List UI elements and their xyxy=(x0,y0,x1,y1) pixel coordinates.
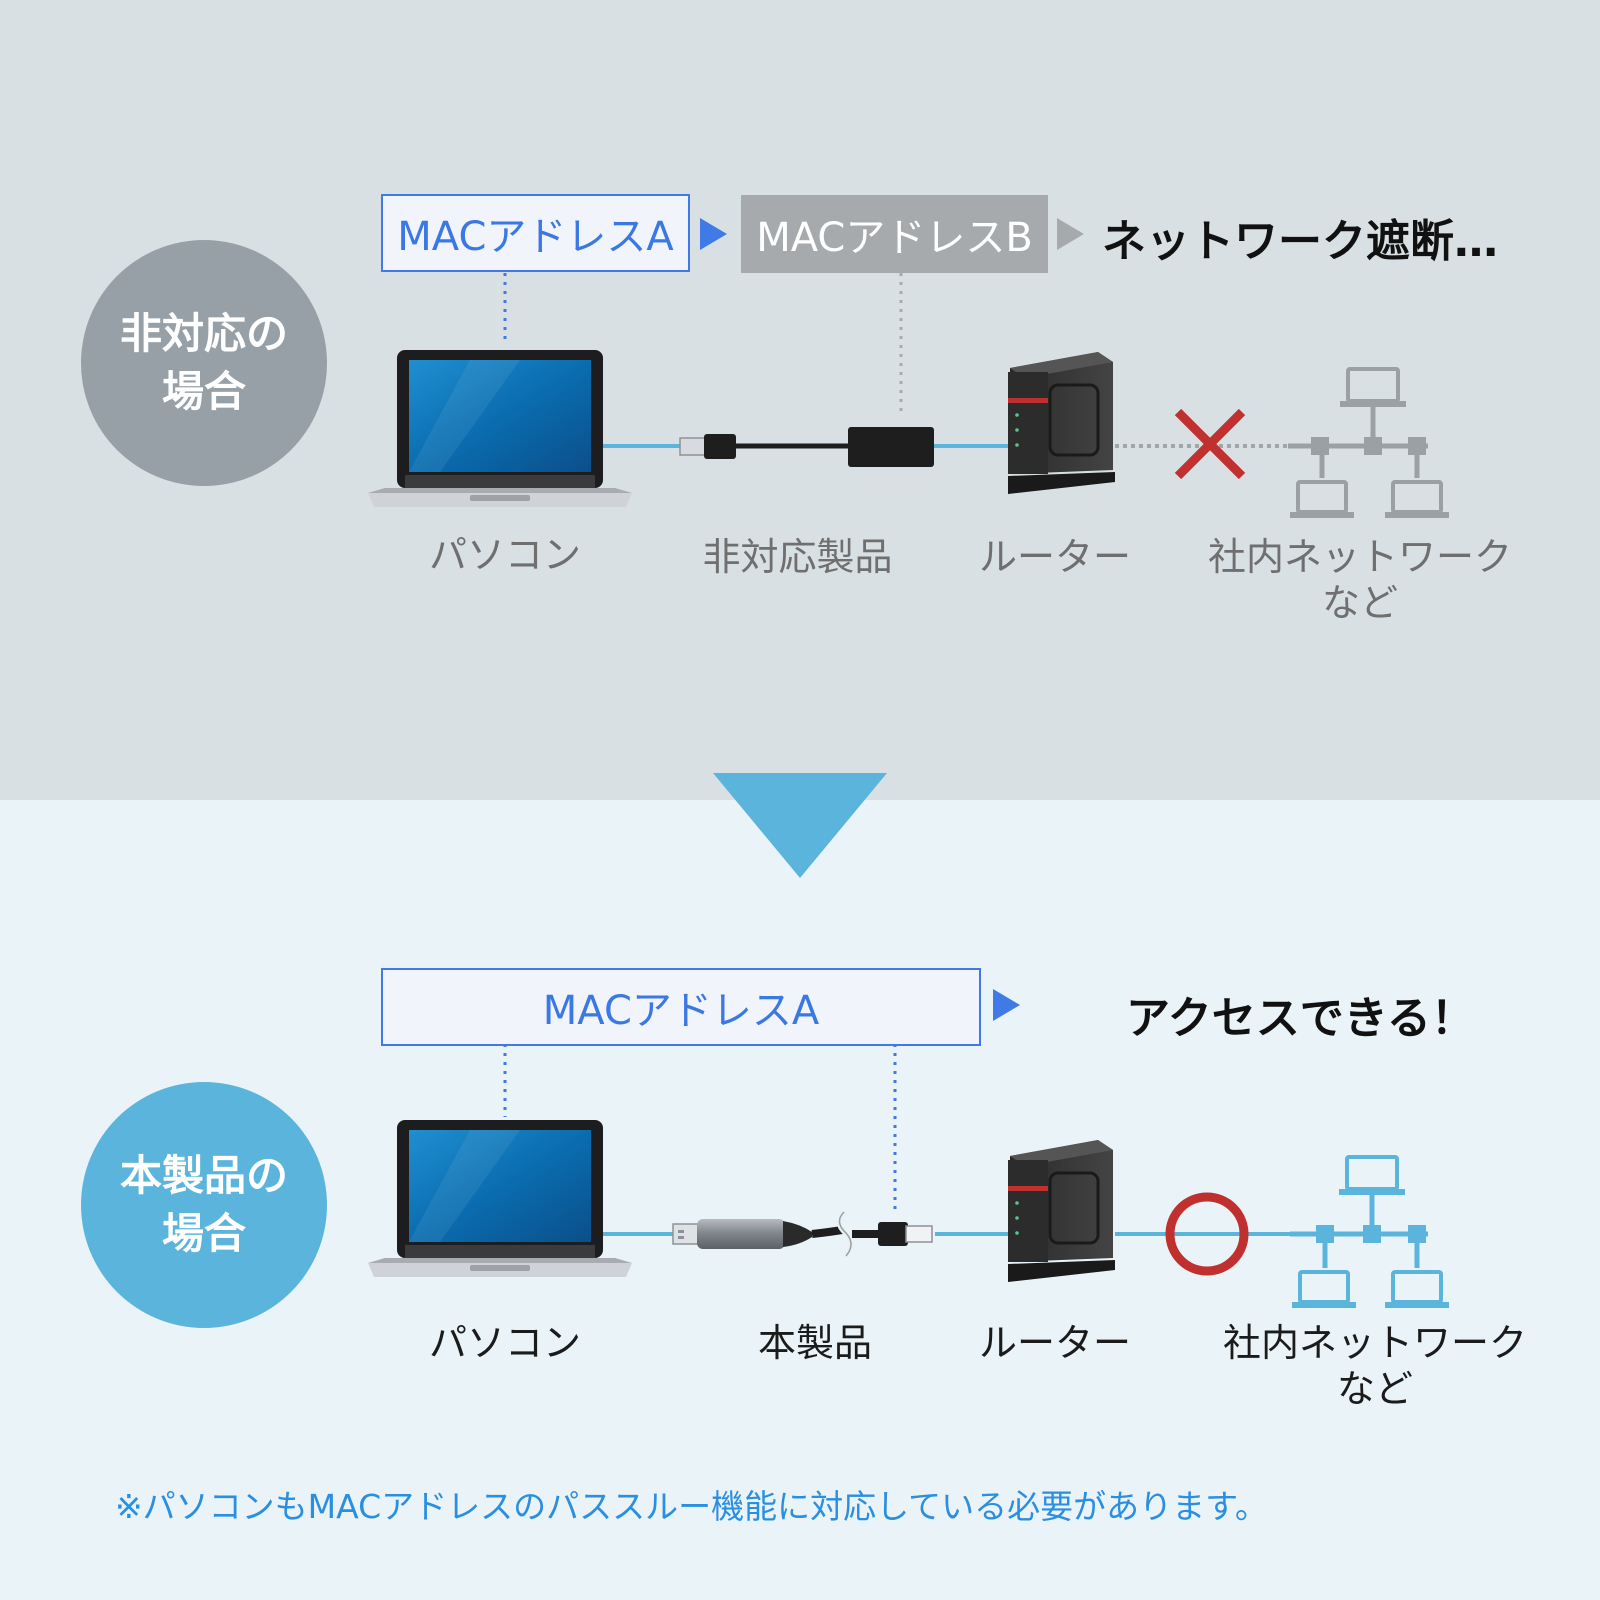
mac-address-a-box: MACアドレスA xyxy=(381,194,690,272)
arrow-right-gray-icon xyxy=(1057,218,1084,250)
network-label: 社内ネットワーク など xyxy=(1215,1320,1535,1412)
flow-arrow-down-icon xyxy=(713,773,887,878)
badge-line2: 場合 xyxy=(161,367,246,416)
access-ok-message: アクセスできる！ xyxy=(1126,993,1475,1044)
router-icon xyxy=(1008,1140,1115,1282)
network-tree-icon xyxy=(1290,1155,1449,1308)
badge-line1: 非対応の xyxy=(119,309,288,358)
mac-address-b-box: MACアドレスB xyxy=(741,195,1048,273)
router-label: ルーター xyxy=(978,535,1131,579)
pc-label: パソコン xyxy=(428,533,581,577)
network-label: 社内ネットワーク など xyxy=(1200,534,1520,626)
ok-circle-icon xyxy=(1165,1192,1249,1276)
arrow-right-icon xyxy=(993,989,1020,1021)
product-adapter-icon xyxy=(672,1209,933,1258)
router-icon xyxy=(1008,352,1115,494)
laptop-icon xyxy=(368,350,632,507)
network-label-line1: 社内ネットワーク xyxy=(1207,535,1512,579)
badge-line2: 場合 xyxy=(161,1209,246,1258)
footnote: ※パソコンもMACアドレスのパススルー機能に対応している必要があります。 xyxy=(115,1487,1268,1526)
network-label-line2: など xyxy=(1321,581,1398,625)
badge-line1: 本製品の xyxy=(119,1151,288,1200)
arrow-right-icon xyxy=(700,218,727,250)
laptop-icon xyxy=(368,1120,632,1277)
network-blocked-message: ネットワーク遮断… xyxy=(1102,216,1498,267)
blocked-x-icon xyxy=(1174,408,1246,480)
product-label: 本製品 xyxy=(757,1321,872,1365)
product-label: 非対応製品 xyxy=(702,535,893,579)
incompatible-case-badge: 非対応の 場合 xyxy=(81,240,327,486)
network-label-line1: 社内ネットワーク xyxy=(1222,1321,1527,1365)
network-tree-icon xyxy=(1288,367,1449,518)
mac-address-a-box: MACアドレスA xyxy=(381,968,981,1046)
pc-label: パソコン xyxy=(428,1321,581,1365)
network-label-line2: など xyxy=(1336,1367,1413,1411)
incompatible-adapter-icon xyxy=(679,427,934,467)
router-label: ルーター xyxy=(978,1321,1131,1365)
compatible-case-badge: 本製品の 場合 xyxy=(81,1082,327,1328)
